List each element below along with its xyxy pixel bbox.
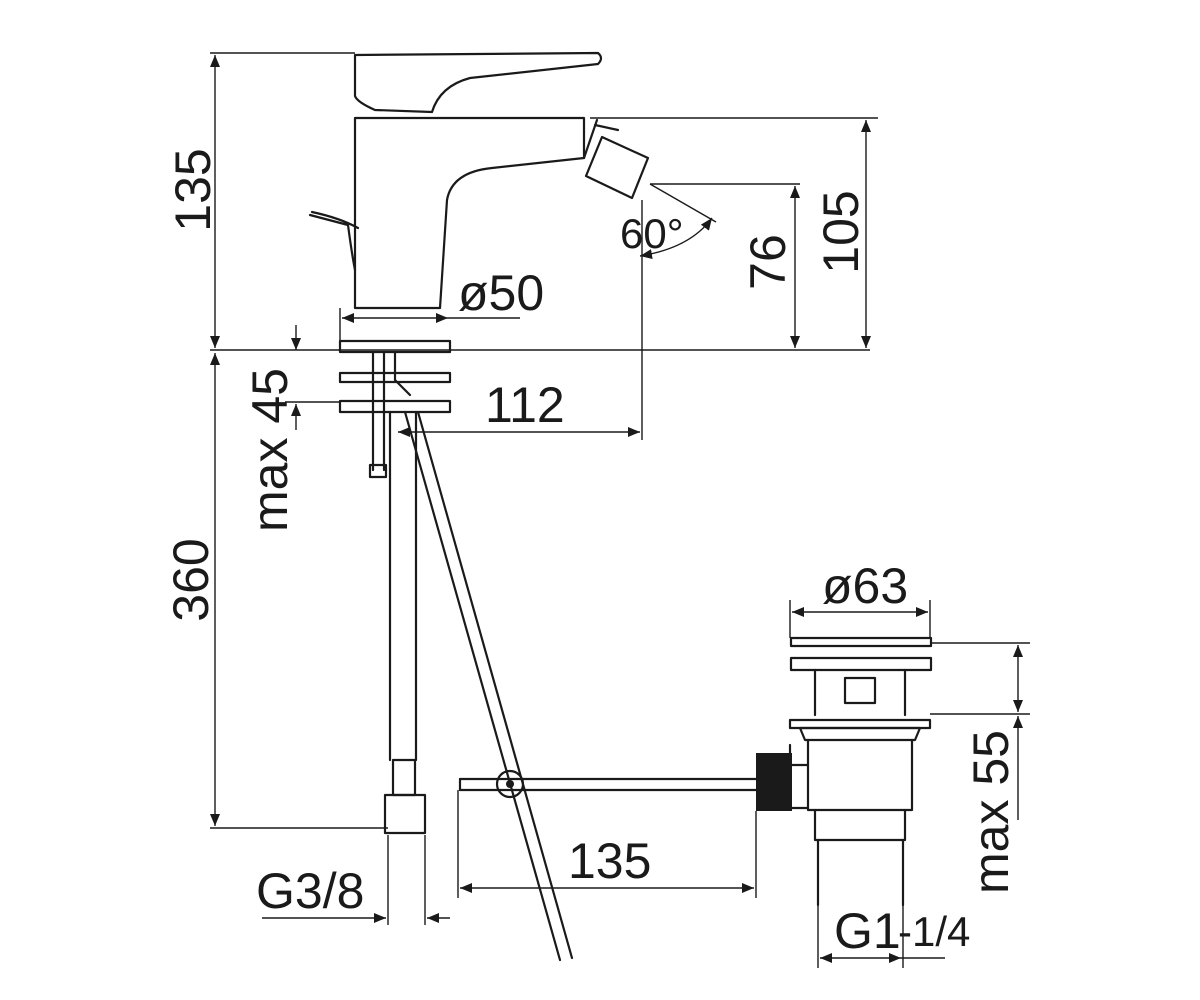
outlet-nozzle-tip — [584, 135, 650, 200]
dim-rod-length: 135 — [568, 833, 651, 889]
dimension-labels: 135 105 76 60° ø50 max 45 112 360 G3/8 1… — [163, 148, 1019, 959]
hose-ferrule — [391, 758, 417, 797]
mounting-nut — [338, 399, 452, 414]
faucet-body — [308, 51, 650, 310]
dim-base-diameter: ø50 — [458, 265, 544, 321]
dimension-lines — [210, 52, 1030, 968]
dim-waste-thread: G1 — [834, 903, 901, 959]
dim-waste-thread-fraction: -1/4 — [898, 908, 970, 955]
waste-flange — [789, 636, 933, 648]
mounting-hardware — [338, 339, 574, 962]
dim-spout-angle: 60° — [620, 210, 684, 257]
dim-waste-diameter: ø63 — [822, 558, 908, 614]
waste-knurled-nut — [756, 753, 792, 811]
waste-gasket — [788, 718, 932, 730]
dim-inlet-thread: G3/8 — [256, 863, 364, 919]
waste-body — [806, 738, 914, 812]
lever-handle — [353, 51, 603, 114]
popup-waste — [458, 636, 933, 907]
popup-lever — [308, 210, 360, 272]
hose-nut — [383, 793, 427, 835]
dim-waste-thickness: max 55 — [963, 730, 1019, 894]
dim-mount-thickness: max 45 — [242, 368, 298, 532]
dim-outlet-height: 76 — [740, 234, 796, 290]
dim-spout-height: 105 — [813, 190, 869, 273]
outlet-nozzle — [582, 118, 620, 160]
dim-height-total: 135 — [165, 148, 221, 231]
dim-hose-length: 360 — [163, 538, 219, 621]
faucet-body-outline — [353, 116, 586, 310]
waste-slot — [843, 676, 877, 705]
linkage-clamp — [495, 769, 525, 799]
dim-spout-reach: 112 — [485, 377, 565, 433]
popup-rod — [403, 410, 562, 962]
waste-plug — [789, 656, 933, 672]
